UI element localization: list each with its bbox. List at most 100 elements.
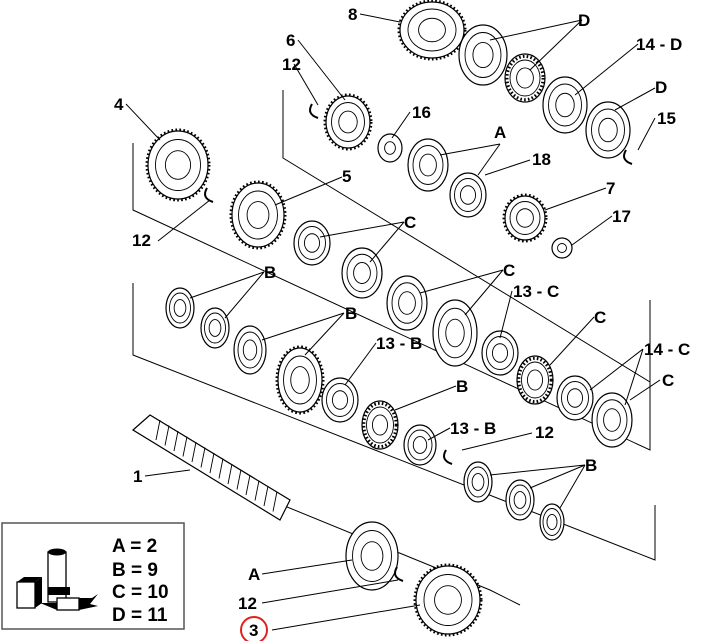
callout-label: 4 — [114, 95, 124, 114]
leader-line — [637, 117, 656, 151]
leader-line — [319, 221, 405, 263]
leader-line — [359, 13, 401, 23]
leader-line — [489, 464, 586, 509]
callout-label: 12 — [535, 423, 554, 442]
leader-line — [394, 385, 457, 411]
leader-line — [274, 176, 343, 206]
callout-label: D — [578, 11, 590, 30]
leader-line — [544, 187, 607, 211]
shaft-spline — [200, 447, 206, 468]
callout-label: A — [494, 123, 506, 142]
leader-line — [427, 427, 451, 441]
part-gear — [229, 180, 287, 250]
frame-line — [269, 499, 521, 606]
leader-line — [614, 87, 656, 111]
part-ring — [463, 461, 493, 503]
part-ring — [321, 377, 359, 423]
legend-item-d: D = 11 — [112, 605, 168, 626]
shaft-spline — [173, 430, 179, 452]
shaft-spline — [155, 419, 161, 441]
callout-label: 14 - C — [644, 340, 690, 359]
leader-line — [297, 39, 346, 101]
callout-label: C — [503, 261, 515, 280]
part-ring — [505, 479, 535, 521]
leader-line — [461, 432, 533, 451]
part-gear — [323, 93, 373, 151]
part-ring — [458, 24, 508, 86]
parts — [131, 0, 633, 637]
leader-line — [271, 604, 421, 631]
callout-label: B — [264, 263, 276, 282]
leader-lines — [125, 13, 661, 631]
part-ring — [591, 392, 633, 448]
callout-label: B — [456, 377, 468, 396]
leader-line — [157, 199, 211, 242]
callout-label: 6 — [286, 31, 295, 50]
leader-line — [589, 348, 644, 406]
legend-item-c: C = 10 — [112, 582, 169, 603]
part-fork — [449, 172, 487, 218]
shaft-spline — [254, 480, 260, 501]
leader-line — [125, 103, 161, 141]
leader-line — [344, 342, 377, 386]
part-bearing — [345, 521, 399, 591]
part-ring — [481, 330, 519, 376]
part-ring — [293, 220, 331, 266]
shaft-spline — [209, 452, 215, 474]
callout-label: 12 — [238, 594, 257, 613]
callout-label: C — [404, 213, 416, 232]
part-hub — [516, 355, 554, 405]
shaft-spline — [218, 458, 224, 479]
callout-label: B — [345, 304, 357, 323]
shaft-spline — [272, 491, 278, 512]
part-gear — [413, 563, 483, 637]
callout-label: 8 — [348, 5, 357, 24]
circlip — [623, 149, 633, 165]
leader-line — [261, 559, 353, 575]
shaft-spline — [182, 436, 188, 457]
callout-label: B — [585, 456, 597, 475]
leader-line — [484, 159, 531, 176]
assembly-frames — [132, 90, 656, 606]
leader-line — [629, 379, 661, 401]
leader-line — [144, 469, 191, 477]
callout-label: 1 — [133, 467, 142, 486]
leader-line — [439, 143, 501, 176]
part-gear — [502, 193, 548, 243]
shaft-spline — [263, 485, 269, 507]
leader-line — [261, 312, 345, 356]
part-gear — [145, 128, 211, 202]
leader-line — [261, 579, 399, 604]
leader-line — [189, 271, 265, 319]
part-ring — [386, 275, 428, 331]
callout-label: C — [662, 371, 674, 390]
legend-box: A = 2 B = 9 C = 10 D = 11 — [1, 522, 185, 630]
callout-label: 13 - B — [376, 334, 422, 353]
callout-label: 12 — [132, 231, 151, 250]
callout-label: 7 — [606, 179, 615, 198]
part-ring — [542, 76, 588, 134]
leader-line — [499, 290, 513, 339]
callout-label: 12 — [282, 55, 301, 74]
callout-label: 13 - C — [513, 282, 559, 301]
part-ring — [233, 325, 267, 375]
part-ring — [585, 101, 631, 159]
shaft-spline — [164, 425, 170, 446]
callout-label: 15 — [657, 109, 676, 128]
circlip — [204, 187, 214, 203]
part-nut — [551, 237, 573, 259]
part-ring — [165, 287, 195, 329]
part-ring — [539, 503, 565, 541]
frame-line — [282, 90, 651, 383]
callout-label: C — [594, 308, 606, 327]
callout-label: 16 — [412, 103, 431, 122]
leader-line — [549, 316, 595, 366]
leader-line — [391, 111, 411, 139]
callout-label-highlighted: 3 — [249, 621, 258, 640]
legend-item-a: A = 2 — [112, 536, 157, 557]
part-hub — [361, 400, 399, 450]
leader-line — [419, 269, 504, 316]
callout-label: 14 - D — [636, 35, 682, 54]
